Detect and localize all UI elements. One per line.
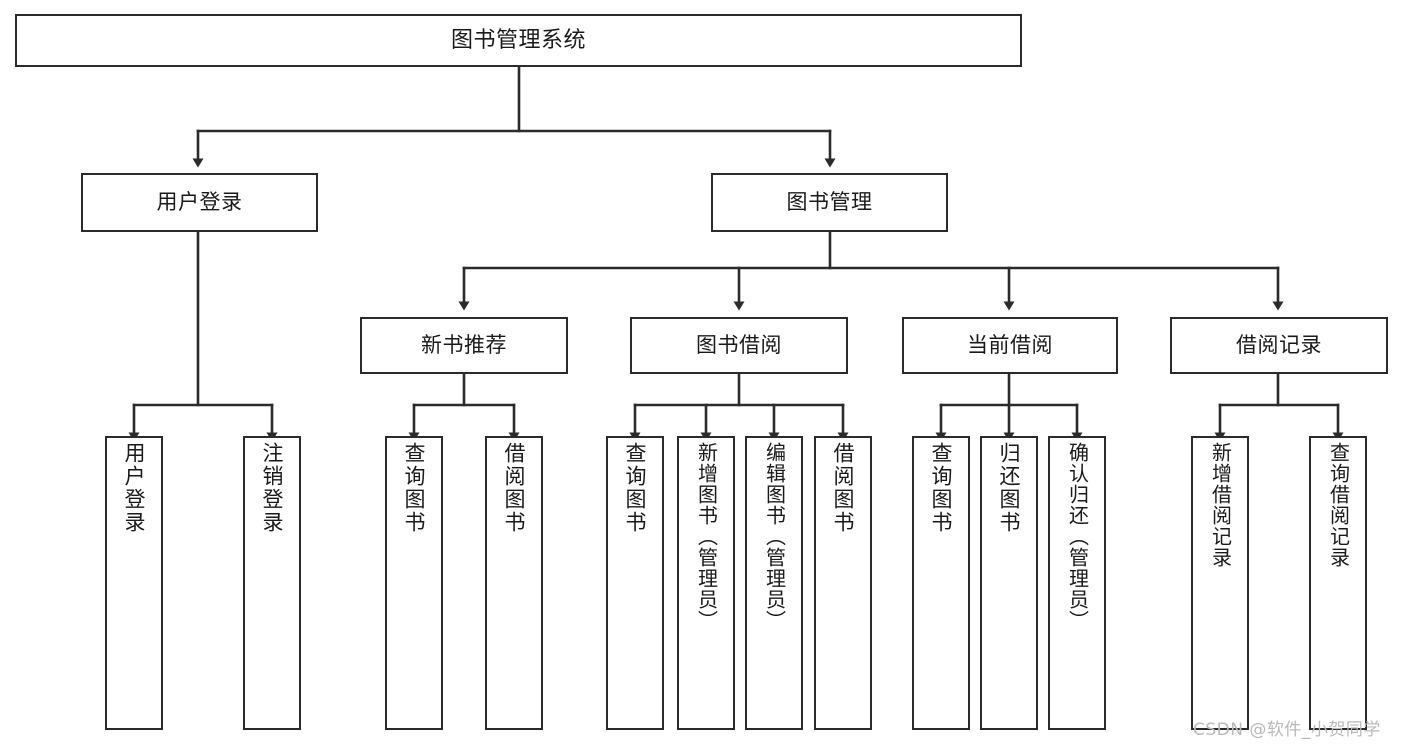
- node-label: 查询图书: [929, 442, 954, 534]
- node-root-book-management-system[interactable]: 图书管理系统: [15, 14, 1022, 67]
- node-label: 新书推荐: [421, 333, 507, 358]
- node-label: 借阅记录: [1236, 333, 1322, 358]
- node-label: 归还图书: [997, 442, 1022, 534]
- node-new-book-recommend[interactable]: 新书推荐: [360, 317, 568, 374]
- node-label: 查询图书: [402, 442, 427, 534]
- node-leaf-nb-borrow-book[interactable]: 借阅图书: [485, 436, 543, 730]
- node-leaf-bb-borrow-book[interactable]: 借阅图书: [814, 436, 872, 730]
- csdn-watermark: CSDN @软件_小贺同学: [1193, 720, 1381, 740]
- node-current-borrow[interactable]: 当前借阅: [902, 317, 1118, 374]
- node-label: 图书借阅: [696, 333, 782, 358]
- node-leaf-cb-return-book[interactable]: 归还图书: [980, 436, 1038, 730]
- node-leaf-bb-edit-book-admin[interactable]: 编辑图书（管理员）: [745, 436, 803, 730]
- node-book-management[interactable]: 图书管理: [711, 173, 948, 232]
- node-label: 编辑图书（管理员）: [762, 442, 787, 631]
- node-leaf-bb-query-book[interactable]: 查询图书: [606, 436, 664, 730]
- node-label: 图书管理系统: [450, 27, 586, 53]
- node-leaf-cb-confirm-return-admin[interactable]: 确认归还（管理员）: [1048, 436, 1106, 730]
- node-label: 新增图书（管理员）: [694, 442, 719, 631]
- node-label: 用户登录: [156, 190, 243, 215]
- node-label: 借阅图书: [831, 442, 856, 534]
- node-label: 新增借阅记录: [1208, 442, 1233, 568]
- node-label: 确认归还（管理员）: [1065, 442, 1090, 631]
- node-leaf-logout[interactable]: 注销登录: [243, 436, 301, 730]
- node-label: 图书管理: [786, 190, 873, 215]
- node-leaf-nb-query-book[interactable]: 查询图书: [385, 436, 443, 730]
- node-label: 查询借阅记录: [1326, 442, 1351, 568]
- node-user-login[interactable]: 用户登录: [81, 173, 318, 232]
- node-label: 用户登录: [122, 442, 147, 534]
- node-label: 查询图书: [623, 442, 648, 534]
- node-label: 注销登录: [260, 442, 285, 534]
- node-leaf-br-query-record[interactable]: 查询借阅记录: [1309, 436, 1367, 730]
- node-label: 借阅图书: [502, 442, 527, 534]
- node-label: 当前借阅: [967, 333, 1053, 358]
- node-leaf-bb-add-book-admin[interactable]: 新增图书（管理员）: [677, 436, 735, 730]
- node-leaf-user-login[interactable]: 用户登录: [105, 436, 163, 730]
- node-book-borrow[interactable]: 图书借阅: [630, 317, 848, 374]
- node-leaf-br-add-record[interactable]: 新增借阅记录: [1191, 436, 1249, 730]
- node-borrow-records[interactable]: 借阅记录: [1170, 317, 1388, 374]
- node-leaf-cb-query-book[interactable]: 查询图书: [912, 436, 970, 730]
